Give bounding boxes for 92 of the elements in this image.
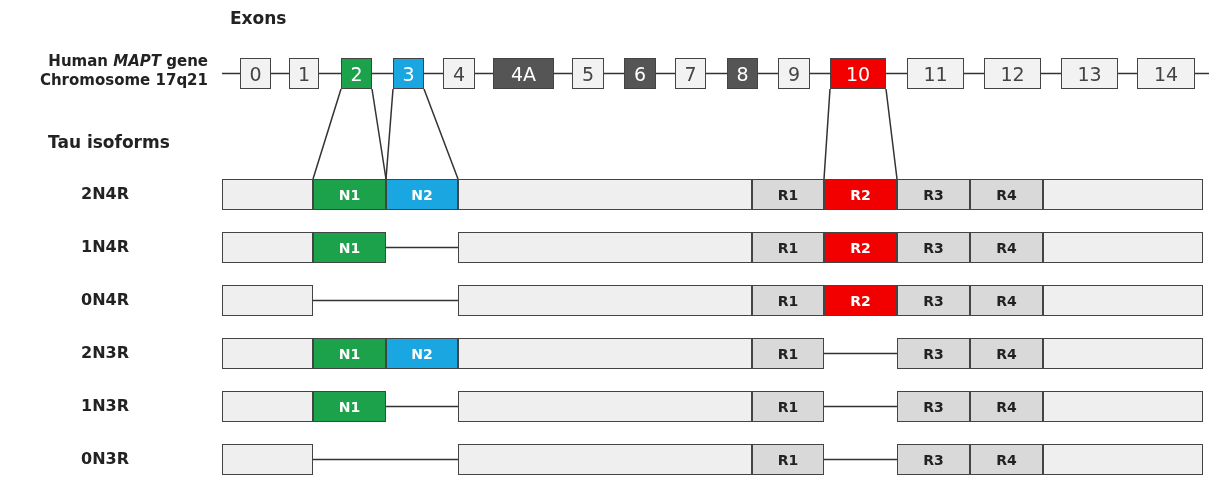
splice-line [385,88,459,180]
intron-line [1040,72,1062,75]
protein-segment: R1 [752,179,824,210]
exon-box: 0 [240,58,271,89]
intron-line [757,72,779,75]
protein-segment [222,444,313,475]
gap-line [823,458,898,461]
protein-segment: N2 [386,338,458,369]
protein-segment: R1 [752,391,824,422]
protein-segment [458,391,752,422]
intron-line [809,72,831,75]
exon-box: 3 [393,58,424,89]
protein-segment: R4 [970,338,1043,369]
gap-line [823,405,898,408]
protein-segment: R2 [824,179,897,210]
exon-box: 8 [727,58,758,89]
protein-segment: R3 [897,338,970,369]
section-heading: Exons [230,8,287,28]
exon-box: 12 [984,58,1041,89]
exon-box: 4 [443,58,475,89]
exon-box: 9 [778,58,810,89]
protein-segment: R1 [752,338,824,369]
exon-box: 4A [493,58,554,89]
protein-segment [1043,232,1203,263]
exon-box: 1 [289,58,319,89]
exon-box: 5 [572,58,604,89]
protein-segment [458,338,752,369]
protein-segment [458,232,752,263]
protein-segment: N1 [313,338,386,369]
protein-segment: R1 [752,444,824,475]
gap-line [312,299,459,302]
protein-segment: N2 [386,179,458,210]
gap-line [312,458,459,461]
protein-segment [222,338,313,369]
protein-segment: R2 [824,285,897,316]
protein-segment: R3 [897,232,970,263]
isoform-name: 0N4R [80,290,130,309]
intron-line [655,72,676,75]
gap-line [385,246,459,249]
protein-segment [222,179,313,210]
exon-box: 13 [1061,58,1118,89]
protein-segment [222,285,313,316]
exon-box: 10 [830,58,886,89]
protein-segment [1043,391,1203,422]
protein-segment: R2 [824,232,897,263]
isoform-name: 1N4R [80,237,130,256]
intron-line [603,72,625,75]
intron-line [1117,72,1138,75]
isoform-name: 2N3R [80,343,130,362]
protein-segment: N1 [313,232,386,263]
protein-segment: N1 [313,179,386,210]
protein-segment: R3 [897,444,970,475]
protein-segment: N1 [313,391,386,422]
protein-segment: R4 [970,391,1043,422]
exon-box: 7 [675,58,706,89]
protein-segment: R3 [897,179,970,210]
exon-box: 11 [907,58,964,89]
exon-box: 6 [624,58,656,89]
protein-segment: R3 [897,391,970,422]
splice-line [312,88,387,180]
protein-segment: R4 [970,179,1043,210]
isoform-name: 0N3R [80,449,130,468]
protein-segment [222,391,313,422]
intron-line [885,72,908,75]
intron-line [318,72,342,75]
intron-line [963,72,985,75]
splice-line [823,88,898,180]
isoform-name: 2N4R [80,184,130,203]
protein-segment: R1 [752,232,824,263]
protein-segment: R4 [970,285,1043,316]
protein-segment: R4 [970,232,1043,263]
protein-segment [458,444,752,475]
gap-line [823,352,898,355]
protein-segment [1043,285,1203,316]
protein-segment [1043,179,1203,210]
protein-segment [222,232,313,263]
intron-line [371,72,394,75]
protein-segment [1043,338,1203,369]
section-heading: Tau isoforms [48,132,170,152]
isoform-name: 1N3R [80,396,130,415]
intron-line [705,72,728,75]
intron-line [423,72,444,75]
protein-segment: R4 [970,444,1043,475]
protein-segment [458,179,752,210]
protein-segment [1043,444,1203,475]
protein-segment: R1 [752,285,824,316]
gap-line [385,405,459,408]
protein-segment [458,285,752,316]
exon-box: 14 [1137,58,1195,89]
exon-box: 2 [341,58,372,89]
gene-label: Human MAPT gene Chromosome 17q21 [38,52,208,90]
protein-segment: R3 [897,285,970,316]
